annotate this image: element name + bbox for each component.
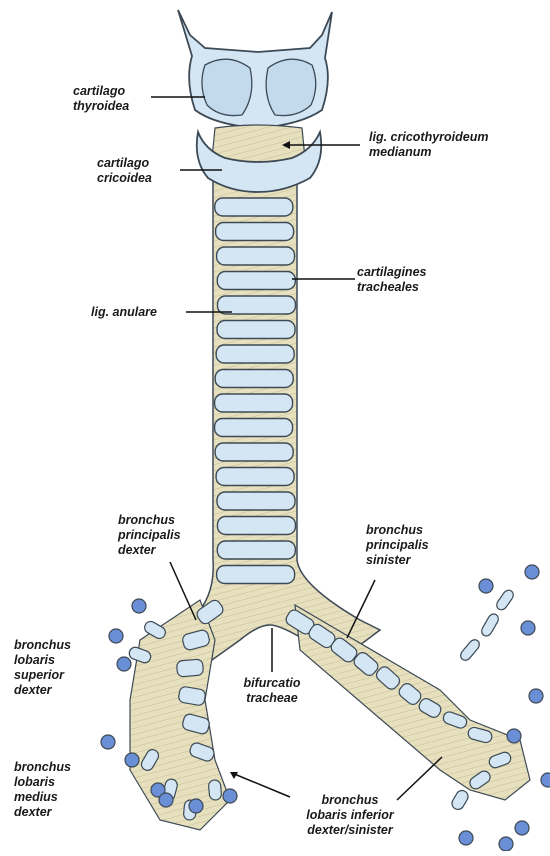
label-lig-cricothyroideum-medianum: lig. cricothyroideum medianum	[369, 130, 488, 160]
label-line: bronchus	[290, 793, 410, 808]
tracheal-ring	[216, 223, 294, 241]
label-line: principalis	[366, 538, 429, 553]
label-line: cartilagines	[357, 265, 426, 280]
bronchus-tip	[159, 793, 173, 807]
label-line: lobaris inferior	[290, 808, 410, 823]
label-bronchus-lobaris-inferior: bronchus lobaris inferior dexter/siniste…	[290, 793, 410, 838]
bronchus-tip	[541, 773, 550, 787]
tracheal-ring	[217, 247, 295, 265]
bronchus-tip	[459, 831, 473, 845]
bronchus-tip	[189, 799, 203, 813]
label-line: lobaris	[14, 653, 71, 668]
bronchus-tip	[132, 599, 146, 613]
label-line: cricoidea	[97, 171, 152, 186]
label-bronchus-lobaris-superior-dexter: bronchus lobaris superior dexter	[14, 638, 71, 698]
tracheal-ring	[215, 370, 293, 388]
label-line: dexter	[14, 683, 71, 698]
label-line: thyroidea	[73, 99, 129, 114]
label-line: superior	[14, 668, 71, 683]
label-cartilago-thyroidea: cartilago thyroidea	[73, 84, 129, 114]
label-line: medianum	[369, 145, 488, 160]
label-lig-anulare: lig. anulare	[91, 305, 157, 320]
thyroid-lamina-left	[202, 59, 252, 115]
label-line: principalis	[118, 528, 181, 543]
bronchial-ring	[176, 659, 203, 677]
bronchus-tip	[125, 753, 139, 767]
tracheal-ring	[216, 345, 294, 363]
tracheal-ring	[215, 419, 293, 437]
bronchus-tip	[529, 689, 543, 703]
bronchus-tip	[223, 789, 237, 803]
label-line: bifurcatio	[222, 676, 322, 691]
label-bifurcatio-tracheae: bifurcatio tracheae	[222, 676, 322, 706]
tracheal-ring	[215, 394, 293, 412]
bronchial-ring	[495, 588, 516, 612]
label-line: bronchus	[14, 638, 71, 653]
label-line: tracheales	[357, 280, 426, 295]
bronchus-tip	[507, 729, 521, 743]
bronchial-ring	[208, 780, 222, 801]
bronchial-ring	[450, 788, 470, 811]
bronchus-tip	[101, 735, 115, 749]
label-line: tracheae	[222, 691, 322, 706]
bronchus-tip	[515, 821, 529, 835]
label-line: bronchus	[14, 760, 71, 775]
label-bronchus-principalis-dexter: bronchus principalis dexter	[118, 513, 181, 558]
bronchus-tip	[525, 565, 539, 579]
bronchus-tip	[117, 657, 131, 671]
bronchial-ring	[480, 612, 501, 638]
label-cartilago-cricoidea: cartilago cricoidea	[97, 156, 152, 186]
bronchus-tip	[479, 579, 493, 593]
label-line: bronchus	[118, 513, 181, 528]
label-line: cartilago	[73, 84, 129, 99]
thyroid-lamina-right	[266, 59, 316, 115]
label-line: cartilago	[97, 156, 152, 171]
label-line: dexter/sinister	[290, 823, 410, 838]
bronchial-ring	[458, 638, 481, 663]
label-line: dexter	[118, 543, 181, 558]
label-bronchus-principalis-sinister: bronchus principalis sinister	[366, 523, 429, 568]
tracheal-ring	[217, 566, 295, 584]
bronchus-tip	[499, 837, 513, 851]
tracheal-ring	[217, 492, 295, 510]
label-bronchus-lobaris-medius-dexter: bronchus lobaris medius dexter	[14, 760, 71, 820]
bronchus-tip	[109, 629, 123, 643]
label-line: bronchus	[366, 523, 429, 538]
tracheal-ring	[215, 198, 293, 216]
tracheal-ring	[216, 468, 294, 486]
tracheal-ring	[217, 517, 295, 535]
label-cartilagines-tracheales: cartilagines tracheales	[357, 265, 426, 295]
label-line: lig. anulare	[91, 305, 157, 320]
bronchus-tip	[521, 621, 535, 635]
tracheal-ring	[215, 443, 293, 461]
label-line: lig. cricothyroideum	[369, 130, 488, 145]
label-line: dexter	[14, 805, 71, 820]
tracheal-ring	[217, 321, 295, 339]
leader-lower-right	[232, 773, 290, 797]
tracheal-ring	[217, 541, 295, 559]
label-line: lobaris	[14, 775, 71, 790]
tracheal-ring	[217, 272, 295, 290]
label-line: sinister	[366, 553, 429, 568]
label-line: medius	[14, 790, 71, 805]
